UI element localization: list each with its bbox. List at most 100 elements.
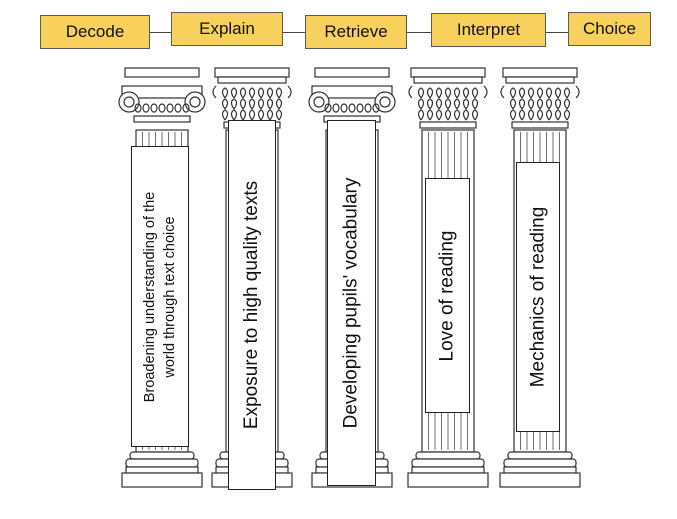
header-step-explain: Explain (171, 12, 283, 46)
pillar-acanthus (239, 98, 247, 110)
pillar-abacus (502, 67, 578, 78)
pillar-acanthus (462, 109, 470, 121)
pillar-acanthus (221, 98, 229, 110)
pillar-ornament (364, 103, 372, 113)
pillar-acanthus (230, 98, 238, 110)
pillar-acanthus (536, 87, 544, 99)
pillar-acanthus (545, 109, 553, 121)
pillar-volute (118, 91, 140, 113)
pillar-acanthus (509, 87, 517, 99)
pillar-acanthus (545, 87, 553, 99)
pillar-band (217, 76, 287, 84)
pillar-abacus (214, 67, 290, 78)
pillar-plinth (407, 472, 489, 488)
pillar-acanthus (239, 87, 247, 99)
pillar-acanthus (545, 98, 553, 110)
pillar-acanthus (563, 98, 571, 110)
pillar-acanthus (518, 98, 526, 110)
pillar-label-line: Love of reading (436, 230, 458, 361)
connector-line (282, 32, 306, 33)
connector-line (406, 32, 432, 33)
pillar-acanthus (471, 87, 479, 99)
pillar-label-line: Exposure to high quality texts (241, 180, 263, 430)
pillar-acanthus (275, 87, 283, 99)
pillar-base-torus (415, 451, 481, 460)
pillar-label-4: Love of reading (425, 178, 470, 413)
pillar-acanthus (527, 98, 535, 110)
pillar-acanthus (435, 98, 443, 110)
pillar-acanthus (527, 109, 535, 121)
pillar-acanthus (266, 87, 274, 99)
pillar-plinth (499, 472, 581, 488)
pillar-base-torus (503, 458, 577, 468)
pillar-label-5: Mechanics of reading (516, 162, 560, 432)
pillar-label-3: Developing pupils' vocabulary (327, 120, 376, 486)
pillar-acanthus (453, 87, 461, 99)
pillar-label-line: Developing pupils' vocabulary (340, 177, 362, 429)
header-step-choice: Choice (568, 12, 651, 46)
pillar-ornament (348, 103, 356, 113)
pillar-acanthus (536, 109, 544, 121)
pillar-acanthus (257, 87, 265, 99)
pillar-acanthus (275, 98, 283, 110)
pillar-volute (189, 96, 201, 108)
pillar-acanthus (230, 87, 238, 99)
connector-line (150, 32, 172, 33)
pillar-volute (374, 91, 396, 113)
pillar-acanthus (444, 87, 452, 99)
pillar-acanthus (444, 98, 452, 110)
pillar-ornament (158, 103, 166, 113)
pillar-acanthus (435, 87, 443, 99)
pillar-base-torus (411, 458, 485, 468)
pillar-acanthus (248, 98, 256, 110)
pillar-necking (419, 121, 477, 129)
pillar-acanthus (266, 98, 274, 110)
pillar-abacus (410, 67, 486, 78)
pillar-label-1: Broadening understanding of the world th… (131, 146, 189, 447)
pillar-acanthus (257, 109, 265, 121)
pillar-label-2: Exposure to high quality texts (228, 120, 276, 490)
pillar-acanthus (266, 109, 274, 121)
pillar-volute (313, 96, 325, 108)
pillar-acanthus (426, 109, 434, 121)
pillar-base-band (503, 466, 577, 474)
pillar-label-line: Broadening understanding of the (142, 191, 159, 402)
pillar-scroll (500, 85, 505, 99)
pillar-necking (133, 115, 191, 123)
pillar-acanthus (554, 109, 562, 121)
pillar-acanthus (444, 109, 452, 121)
pillar-acanthus (239, 109, 247, 121)
header-step-label: Choice (583, 19, 636, 38)
pillar-band (413, 76, 483, 84)
header-step-retrieve: Retrieve (305, 15, 407, 49)
pillar-necking (511, 121, 569, 129)
pillar-acanthus (518, 109, 526, 121)
pillar-scroll (408, 85, 413, 99)
pillar-ornament (340, 103, 348, 113)
pillar-acanthus (462, 87, 470, 99)
pillar-ornament (356, 103, 364, 113)
pillar-scroll (483, 85, 488, 99)
pillar-acanthus (275, 109, 283, 121)
pillar-acanthus (435, 109, 443, 121)
header-step-label: Explain (199, 19, 255, 38)
pillar-abacus (314, 67, 390, 78)
pillar-echinus (311, 85, 393, 99)
pillar-acanthus (453, 98, 461, 110)
pillar-acanthus (221, 87, 229, 99)
pillar-acanthus (509, 109, 517, 121)
pillar-ornament (174, 103, 182, 113)
pillar-band (505, 76, 575, 84)
pillar-acanthus (509, 98, 517, 110)
pillar-scroll (287, 85, 292, 99)
pillar-ornament (332, 103, 340, 113)
header-step-interpret: Interpret (431, 13, 546, 47)
connector-line (545, 32, 569, 33)
header-step-label: Retrieve (324, 22, 388, 41)
pillar-ornament (182, 103, 190, 113)
pillar-acanthus (518, 87, 526, 99)
pillar-ornament (166, 103, 174, 113)
pillar-acanthus (248, 109, 256, 121)
pillar-acanthus (471, 109, 479, 121)
pillar-acanthus (462, 98, 470, 110)
